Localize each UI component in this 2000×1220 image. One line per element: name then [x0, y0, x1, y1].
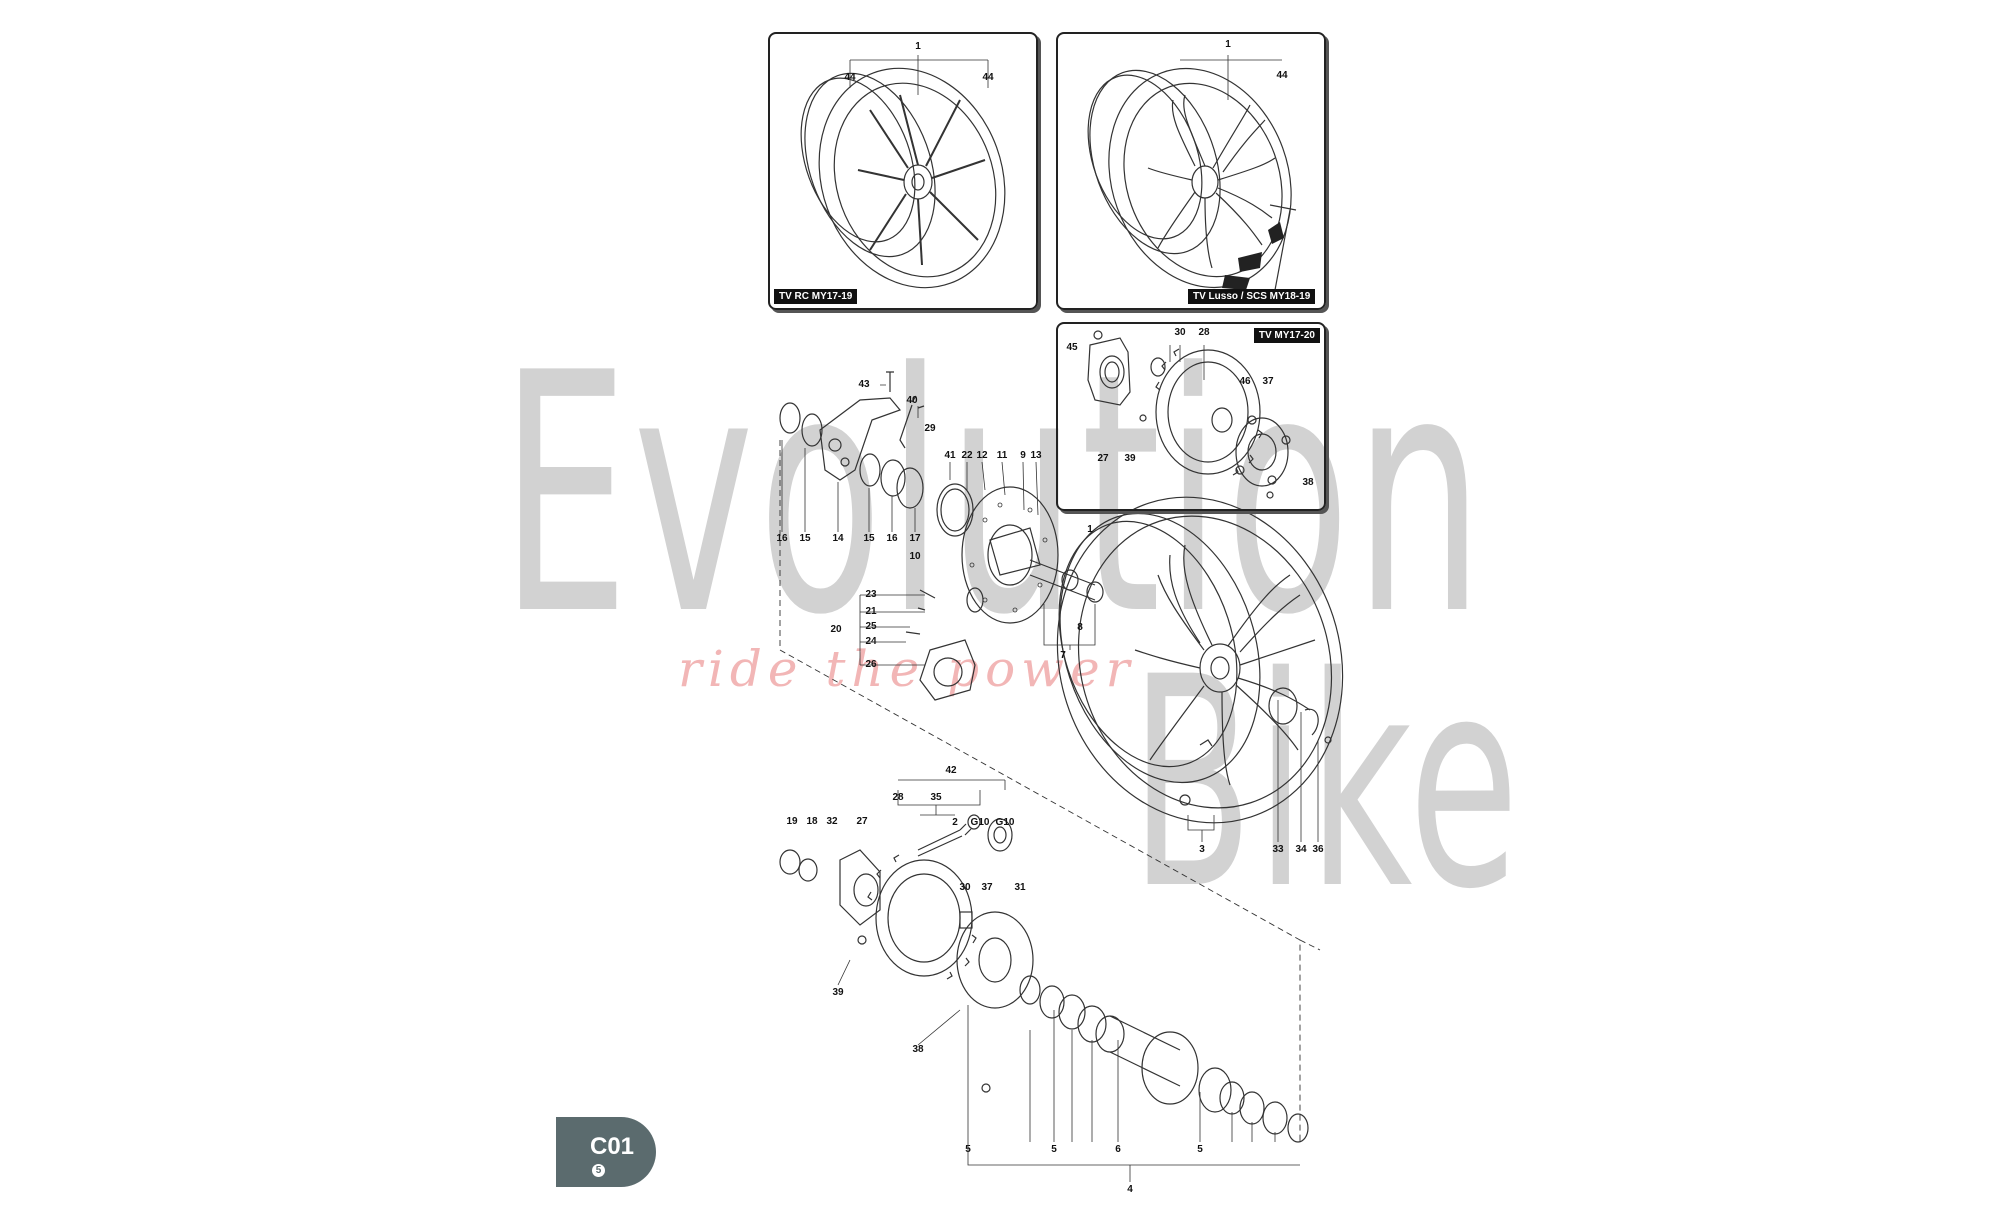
inset-frame-tv-rc: TV RC MY17-19 — [768, 32, 1038, 310]
callout: 21 — [865, 606, 877, 617]
callout: 42 — [945, 765, 957, 776]
callout: 18 — [806, 816, 818, 827]
callout: 31 — [1014, 882, 1026, 893]
callout: 39 — [1124, 453, 1136, 464]
callout: G10 — [970, 817, 990, 828]
callout: 17 — [909, 533, 921, 544]
callout: 15 — [863, 533, 875, 544]
callout: 1 — [1225, 39, 1231, 50]
inset-label-tv-my17-20: TV MY17-20 — [1253, 328, 1320, 343]
callout: 40 — [906, 395, 918, 406]
callout: 28 — [892, 792, 904, 803]
inset-label-tv-rc: TV RC MY17-19 — [774, 289, 858, 304]
callout: 30 — [959, 882, 971, 893]
callout: 19 — [786, 816, 798, 827]
callout: 20 — [830, 624, 842, 635]
callout: 12 — [976, 450, 988, 461]
callout: 14 — [832, 533, 844, 544]
callout: G10 — [995, 817, 1015, 828]
callout: 1 — [915, 41, 921, 52]
callout: 35 — [930, 792, 942, 803]
callout: 1 — [1087, 524, 1093, 535]
callout: 5 — [1197, 1144, 1203, 1155]
inset-frame-tv-lusso: TV Lusso / SCS MY18-19 — [1056, 32, 1326, 310]
callout: 32 — [826, 816, 838, 827]
callout: 26 — [865, 659, 877, 670]
callout: 22 — [961, 450, 973, 461]
callout: 44 — [1276, 70, 1288, 81]
callout: 16 — [886, 533, 898, 544]
callout: 44 — [844, 72, 856, 83]
callout: 27 — [1097, 453, 1109, 464]
page-code: C01 — [590, 1133, 635, 1160]
callout: 41 — [944, 450, 956, 461]
callout: 43 — [858, 379, 870, 390]
callout: 15 — [799, 533, 811, 544]
callout: 2 — [952, 817, 958, 828]
page-badge: 5 — [592, 1164, 605, 1177]
callout: 28 — [1198, 327, 1210, 338]
callout: 38 — [1302, 477, 1314, 488]
callout: 5 — [1051, 1144, 1057, 1155]
callout: 46 — [1239, 376, 1251, 387]
callout: 25 — [865, 621, 877, 632]
callout: 27 — [856, 816, 868, 827]
callout: 11 — [996, 450, 1008, 461]
callout: 39 — [832, 987, 844, 998]
callout: 29 — [924, 423, 936, 434]
callout: 24 — [865, 636, 877, 647]
cush-drive-assembly-icon — [779, 814, 1309, 1143]
page-tab: C01 5 — [556, 1117, 656, 1187]
rear-hub-assembly-icon — [779, 371, 1344, 824]
callout: 30 — [1174, 327, 1186, 338]
callout: 34 — [1295, 844, 1307, 855]
callout: 37 — [981, 882, 993, 893]
callout: 8 — [1077, 622, 1083, 633]
callout: 37 — [1262, 376, 1274, 387]
inset-label-tv-lusso: TV Lusso / SCS MY18-19 — [1188, 289, 1316, 304]
callout: 45 — [1066, 342, 1078, 353]
callout: 10 — [909, 551, 921, 562]
callout: 36 — [1312, 844, 1324, 855]
callout: 3 — [1199, 844, 1205, 855]
callout: 5 — [965, 1144, 971, 1155]
wheel-lusso-icon — [1087, 67, 1297, 291]
callout: 38 — [912, 1044, 924, 1055]
sprocket-set-icon — [1087, 330, 1291, 499]
callout: 9 — [1020, 450, 1026, 461]
inset-frame-tv-my17-20: TV MY17-20 — [1056, 322, 1326, 511]
callout: 7 — [1060, 650, 1066, 661]
callout: 4 — [1127, 1184, 1133, 1195]
callout: 33 — [1272, 844, 1284, 855]
callout: 44 — [982, 72, 994, 83]
callout: 16 — [776, 533, 788, 544]
callout: 13 — [1030, 450, 1042, 461]
callout: 6 — [1115, 1144, 1121, 1155]
callout: 23 — [865, 589, 877, 600]
